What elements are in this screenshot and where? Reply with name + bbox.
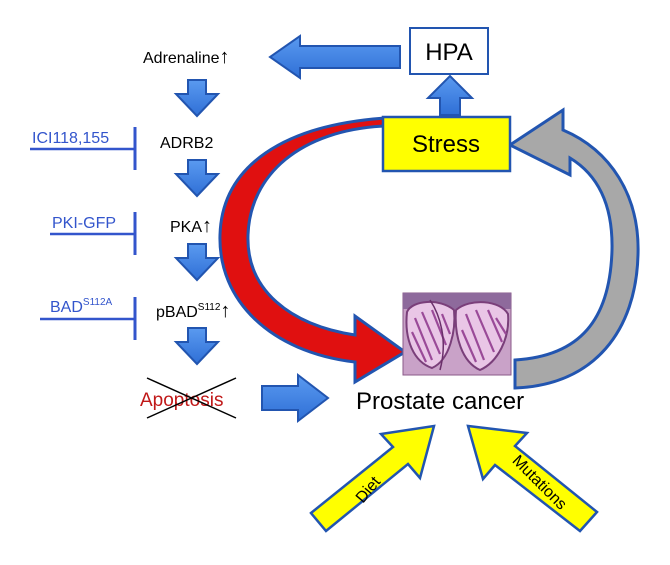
arrow-stress-to-hpa: [425, 74, 475, 116]
pbad-label: pBADS112↑: [156, 300, 230, 322]
inhibitor-pki: PKI-GFP: [50, 212, 137, 255]
apoptosis-label: Apoptosis: [140, 390, 223, 411]
inhibitor-ici: ICI118,155: [30, 127, 137, 170]
adrenaline-label: Adrenaline↑: [143, 46, 230, 68]
arrow-pbad-to-apoptosis: [173, 327, 221, 366]
arrow-adrenaline-to-adrb2: [173, 79, 221, 118]
prostate-cancer-label: Prostate cancer: [356, 388, 524, 415]
stress-label: Stress: [412, 131, 480, 158]
arrow-apoptosis-to-prostate: [261, 372, 330, 424]
arrow-hpa-to-adrenaline: [268, 34, 401, 80]
arrow-adrb2-to-pka: [173, 159, 221, 198]
hpa-box: [409, 27, 489, 75]
stress-box: [381, 115, 512, 173]
arrow-pka-to-pbad: [173, 243, 221, 282]
pka-label: PKA↑: [170, 215, 212, 237]
pki-label: PKI-GFP: [52, 215, 116, 232]
hpa-label: HPA: [425, 39, 473, 66]
gray-curved-arrow: [507, 107, 640, 390]
adrb2-label: ADRB2: [160, 135, 213, 152]
bad-label: BADS112A: [50, 297, 113, 316]
mutations-arrow: Mutations: [466, 424, 599, 533]
ici-label: ICI118,155: [32, 130, 109, 147]
apoptosis-cross: [146, 377, 237, 419]
diet-arrow: Diet: [309, 424, 436, 533]
red-curved-arrow: [218, 116, 408, 385]
inhibitor-bad: BADS112A: [40, 297, 137, 340]
prostate-tissue-image: [402, 292, 512, 376]
